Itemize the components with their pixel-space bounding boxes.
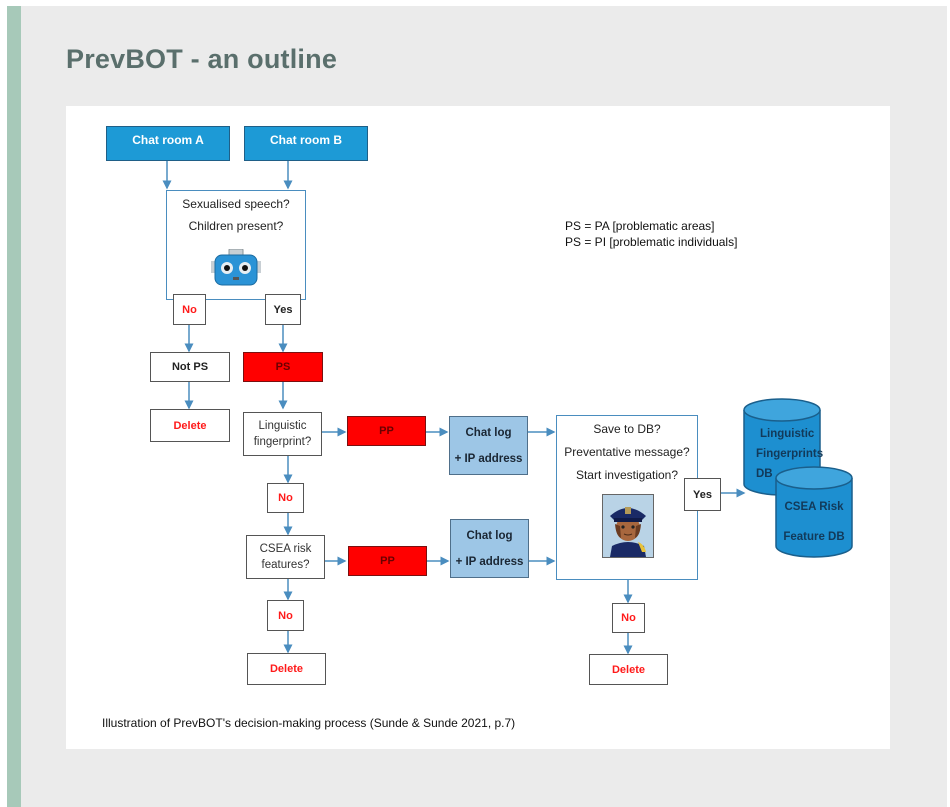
decision-question-2: Preventative message? xyxy=(564,445,690,459)
delete-label: Delete xyxy=(173,419,207,432)
figure-caption: Illustration of PrevBOT's decision-makin… xyxy=(102,716,516,730)
screening-question-1: Sexualised speech? xyxy=(182,197,290,211)
chat-room-a: Chat room A xyxy=(106,126,230,161)
delete-box-decision: Delete xyxy=(589,654,668,685)
pp-box-linguistic: PP xyxy=(347,416,426,446)
screening-question-2: Children present? xyxy=(188,219,284,233)
linguistic-no-label: No xyxy=(278,492,293,504)
linguistic-db-line-1: Linguistic xyxy=(760,428,815,440)
pp-box-csea: PP xyxy=(348,546,427,576)
legend: PS = PA [problematic areas] PS = PI [pro… xyxy=(565,218,737,250)
linguistic-line-1: Linguistic xyxy=(258,420,307,432)
pp-label-1: PP xyxy=(379,425,394,437)
csea-no-box: No xyxy=(267,600,304,631)
screening-no-box: No xyxy=(173,294,206,325)
chat-log-line-1: Chat log xyxy=(465,426,512,439)
police-officer-icon xyxy=(602,494,654,558)
csea-db-line-2: Feature DB xyxy=(783,531,845,543)
decision-frame: Save to DB? Preventative message? Start … xyxy=(556,415,698,580)
slide-title: PrevBOT - an outline xyxy=(66,44,338,74)
flowchart-figure: Chat room A Chat room B Sexualised speec… xyxy=(66,106,890,749)
database-icons xyxy=(743,398,853,558)
not-ps-label: Not PS xyxy=(171,361,209,373)
delete-box-notps: Delete xyxy=(150,409,230,442)
chat-log-box-2: Chat log + IP address xyxy=(450,519,529,578)
decision-no-label: No xyxy=(621,612,636,624)
legend-line-1: PS = PA [problematic areas] xyxy=(565,219,715,233)
csea-db-label: CSEA Risk Feature DB xyxy=(776,492,852,552)
slide-accent-bar xyxy=(7,6,21,807)
decision-question-3: Start investigation? xyxy=(575,468,679,482)
csea-risk-feature-db-icon xyxy=(775,466,853,558)
csea-db-line-1: CSEA Risk xyxy=(784,501,844,513)
delete-box-csea: Delete xyxy=(247,653,326,685)
linguistic-db-label: Linguistic Fingerprints DB xyxy=(756,424,824,484)
delete-label-3: Delete xyxy=(611,663,646,676)
linguistic-db-line-2: Fingerprints xyxy=(756,448,824,460)
screening-no-label: No xyxy=(182,303,197,316)
pp-label-2: PP xyxy=(380,555,395,567)
csea-line-2: features? xyxy=(261,559,310,571)
not-ps-box: Not PS xyxy=(150,352,230,382)
ps-box: PS xyxy=(243,352,323,382)
chat-log-2-line-2: + IP address xyxy=(455,555,524,568)
delete-label-2: Delete xyxy=(269,663,304,675)
legend-line-2: PS = PI [problematic individuals] xyxy=(565,235,738,249)
chat-log-line-2: + IP address xyxy=(454,452,523,465)
screening-frame: Sexualised speech? Children present? xyxy=(166,190,306,300)
decision-question-1: Save to DB? xyxy=(593,422,661,436)
ps-label: PS xyxy=(275,361,291,373)
chat-room-b-label: Chat room B xyxy=(270,133,342,147)
decision-no-box: No xyxy=(612,603,645,633)
screening-yes-label: Yes xyxy=(273,303,293,316)
chat-log-2-line-1: Chat log xyxy=(466,529,513,542)
linguistic-db-line-3: DB xyxy=(756,468,773,480)
chat-room-b: Chat room B xyxy=(244,126,368,161)
linguistic-fingerprint-question: Linguistic fingerprint? xyxy=(243,412,322,456)
csea-no-label: No xyxy=(278,609,293,622)
decision-yes-label: Yes xyxy=(693,488,712,501)
decision-yes-box: Yes xyxy=(684,478,721,511)
chat-room-a-label: Chat room A xyxy=(132,133,204,147)
robot-icon xyxy=(211,249,261,286)
linguistic-no-box: No xyxy=(267,483,304,513)
csea-line-1: CSEA risk xyxy=(259,543,312,555)
linguistic-line-2: fingerprint? xyxy=(253,436,312,448)
screening-yes-box: Yes xyxy=(265,294,301,325)
chat-log-box-1: Chat log + IP address xyxy=(449,416,528,475)
csea-risk-question: CSEA risk features? xyxy=(246,535,325,579)
